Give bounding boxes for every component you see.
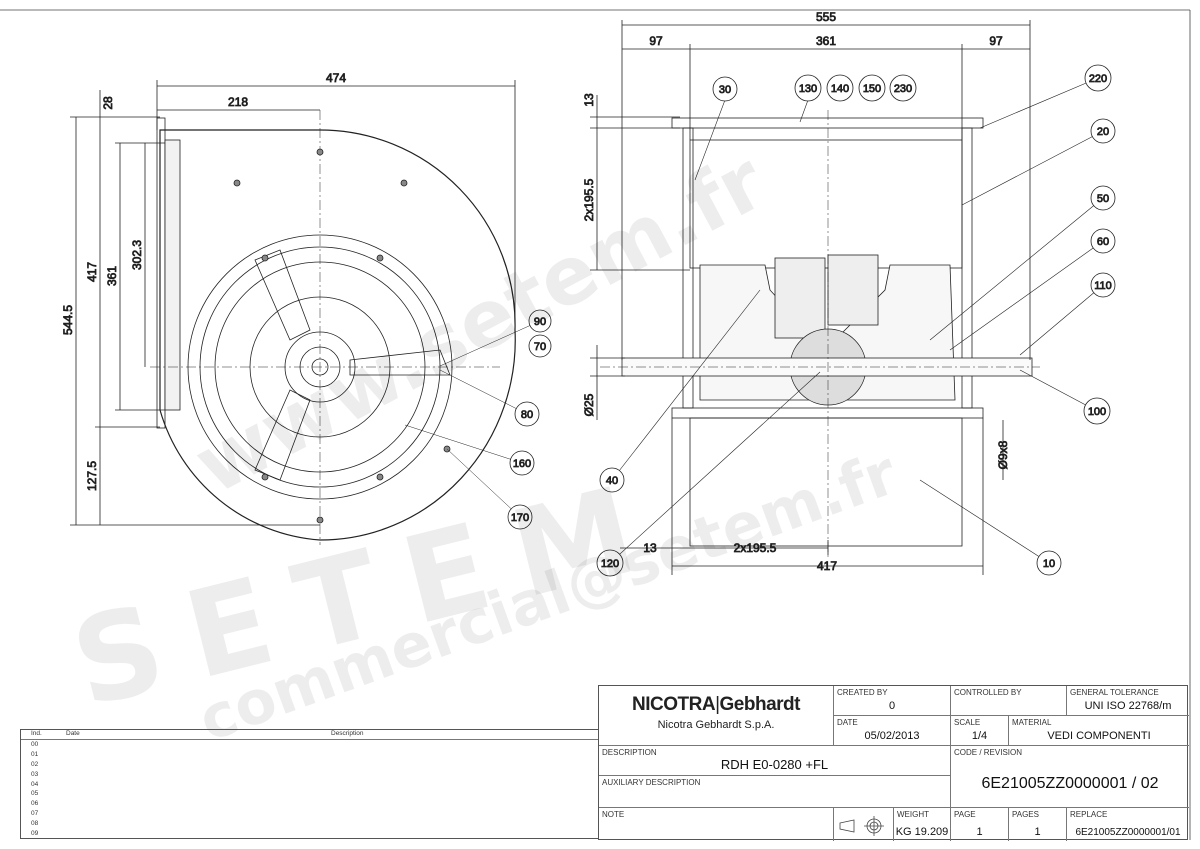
dim-shaft-diameter: Ø25 xyxy=(582,393,596,416)
pages-label: PAGES xyxy=(1012,810,1039,819)
description-label: DESCRIPTION xyxy=(602,748,657,757)
dim-417: 417 xyxy=(85,262,99,282)
balloon-90: 90 xyxy=(534,316,546,328)
page-value: 1 xyxy=(976,826,983,838)
rev-row: 05 xyxy=(31,790,39,798)
balloon-170: 170 xyxy=(511,512,529,524)
rev-row: 07 xyxy=(31,810,39,818)
rev-header-date: Date xyxy=(66,730,80,737)
scale-label: SCALE xyxy=(954,718,981,727)
date-value: 05/02/2013 xyxy=(864,730,920,742)
dim-13-bottom: 13 xyxy=(643,541,657,555)
code-value: 6E21005ZZ0000001 / 02 xyxy=(981,775,1159,792)
dim-127-5: 127.5 xyxy=(85,461,99,491)
left-view xyxy=(70,80,516,545)
revision-table: Ind. Date Description 00 01 02 03 04 05 … xyxy=(20,729,598,839)
title-block: NICOTRA|Gebhardt Nicotra Gebhardt S.p.A.… xyxy=(598,685,1189,841)
rev-row: 02 xyxy=(31,760,39,768)
balloon-50: 50 xyxy=(1097,193,1109,205)
description-value: RDH E0-0280 +FL xyxy=(720,757,829,772)
replace-value: 6E21005ZZ0000001/01 xyxy=(1075,827,1181,838)
first-angle-projection-icon xyxy=(864,816,884,836)
balloon-160: 160 xyxy=(513,458,531,470)
page-label: PAGE xyxy=(954,810,976,819)
dim-302-3: 302.3 xyxy=(130,240,144,270)
nicotra-logo: NICOTRA|Gebhardt xyxy=(632,694,800,715)
balloon-20: 20 xyxy=(1097,126,1109,138)
weight-value: KG 19.209 xyxy=(895,826,949,838)
right-balloons xyxy=(609,77,1104,564)
cone-projection-icon xyxy=(839,819,855,833)
dim-555: 555 xyxy=(816,10,836,24)
balloon-80: 80 xyxy=(521,409,533,421)
dim-474: 474 xyxy=(326,71,346,85)
dim-97-right: 97 xyxy=(989,34,1003,48)
controlled-by-label: CONTROLLED BY xyxy=(954,688,1022,697)
dim-361: 361 xyxy=(105,266,119,286)
rev-row: 06 xyxy=(31,800,39,808)
date-label: DATE xyxy=(837,718,858,727)
scale-value: 1/4 xyxy=(971,730,988,742)
rev-header-description: Description xyxy=(331,730,364,737)
note-label: NOTE xyxy=(602,810,625,819)
created-by-label: CREATED BY xyxy=(837,688,888,697)
rev-row: 04 xyxy=(31,780,39,788)
dim-key: Ø9x8 xyxy=(996,440,1010,469)
tolerance-value: UNI ISO 22768/m xyxy=(1084,700,1172,712)
balloon-70: 70 xyxy=(534,341,546,353)
code-label: CODE / REVISION xyxy=(954,748,1023,757)
balloon-110: 110 xyxy=(1094,280,1112,292)
projection-symbols xyxy=(834,808,894,841)
balloon-120: 120 xyxy=(601,558,619,570)
balloon-60: 60 xyxy=(1097,236,1109,248)
weight-label: WEIGHT xyxy=(897,810,929,819)
balloon-10: 10 xyxy=(1043,558,1055,570)
aux-description-label: AUXILIARY DESCRIPTION xyxy=(602,778,701,787)
material-value: VEDI COMPONENTI xyxy=(1047,730,1151,742)
replace-label: REPLACE xyxy=(1070,810,1108,819)
right-view xyxy=(590,20,1040,575)
balloon-150: 150 xyxy=(863,83,881,95)
dim-13-top: 13 xyxy=(582,93,596,107)
dim-544-5: 544.5 xyxy=(61,305,75,335)
dim-417-bottom: 417 xyxy=(817,559,837,573)
balloon-130: 130 xyxy=(799,83,817,95)
dim-97-left: 97 xyxy=(649,34,663,48)
logo-cell: NICOTRA|Gebhardt Nicotra Gebhardt S.p.A. xyxy=(599,686,834,746)
rev-row: 01 xyxy=(31,750,39,758)
rev-header-ind: Ind. xyxy=(31,730,42,737)
rev-row: 08 xyxy=(31,820,39,828)
company-name: Nicotra Gebhardt S.p.A. xyxy=(657,719,775,731)
dim-28: 28 xyxy=(101,96,115,110)
created-by-value: 0 xyxy=(888,700,896,712)
dim-361: 361 xyxy=(816,34,836,48)
material-label: MATERIAL xyxy=(1012,718,1052,727)
balloon-140: 140 xyxy=(831,83,849,95)
balloon-100: 100 xyxy=(1088,406,1106,418)
tolerance-label: GENERAL TOLERANCE xyxy=(1070,688,1159,697)
dim-2x195-vertical: 2x195.5 xyxy=(582,178,596,221)
dim-2x195-horizontal: 2x195.5 xyxy=(734,541,777,555)
balloon-230: 230 xyxy=(894,83,912,95)
rev-row: 03 xyxy=(31,770,39,778)
left-balloons xyxy=(404,309,552,530)
dim-218: 218 xyxy=(228,95,248,109)
balloon-40: 40 xyxy=(606,475,618,487)
pages-value: 1 xyxy=(1034,826,1041,838)
rev-row: 09 xyxy=(31,830,39,838)
balloon-30: 30 xyxy=(719,84,731,96)
balloon-circles xyxy=(596,64,1116,577)
rev-row: 00 xyxy=(31,741,39,748)
balloon-220: 220 xyxy=(1089,73,1107,85)
